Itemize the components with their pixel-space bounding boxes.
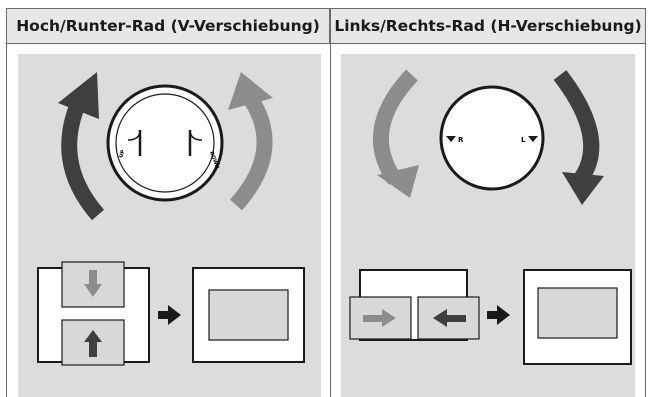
table-border-middle (330, 44, 331, 397)
screen-before-horizontal (349, 269, 480, 341)
screen-before-vertical (37, 261, 150, 366)
arrow-up-icon (84, 330, 102, 357)
l-label: L (521, 136, 526, 144)
arrow-right-icon (363, 309, 396, 327)
table-border-right (645, 44, 646, 397)
header-vertical-wheel: Hoch/Runter-Rad (V-Verschiebung) (6, 8, 330, 44)
wheel-vertical: UP DOWN (106, 84, 224, 202)
arrow-right-icon (158, 305, 181, 325)
curved-arrow-up-icon (58, 72, 105, 221)
curved-arrow-down-icon (372, 69, 419, 198)
up-label: UP (118, 149, 126, 159)
arrow-down-icon (84, 270, 102, 297)
curved-arrow-down-icon (228, 72, 273, 211)
arrow-right-icon (487, 305, 510, 325)
r-label: R (458, 136, 464, 144)
curved-arrow-down-icon (553, 70, 604, 205)
header-horizontal-wheel: Links/Rechts-Rad (H-Verschiebung) (330, 8, 646, 44)
screen-after-vertical (192, 267, 305, 363)
table-border-left (6, 44, 7, 397)
wheel-horizontal: R L (439, 85, 545, 191)
screen-after-horizontal (523, 269, 632, 365)
down-label: DOWN (208, 151, 220, 170)
arrow-left-icon (433, 309, 466, 327)
